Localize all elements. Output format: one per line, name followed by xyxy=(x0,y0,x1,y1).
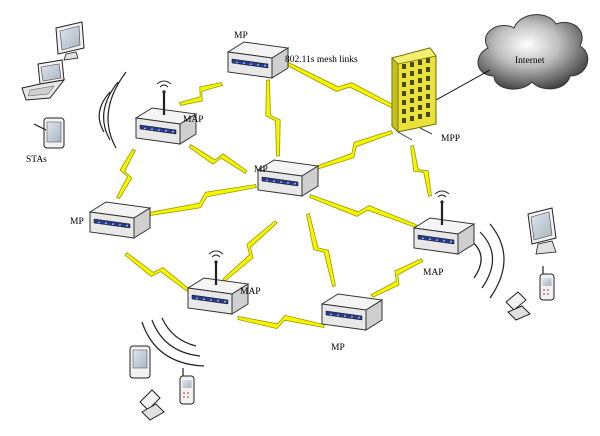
internet-uplink xyxy=(435,69,491,101)
pda-icon xyxy=(129,345,151,379)
link-map-left-to-mp-center xyxy=(188,144,248,174)
map-left-node xyxy=(134,80,198,145)
mpp-label: MPP xyxy=(441,134,460,144)
flip-phone-icon xyxy=(505,291,531,321)
status-led-panel xyxy=(191,294,229,305)
link-mp-center-to-map-right xyxy=(309,194,417,228)
status-led-panel xyxy=(231,58,269,69)
status-led-panel xyxy=(417,234,455,245)
stas-label: STAs xyxy=(26,155,47,165)
tablet-icon xyxy=(33,117,65,149)
cellphone-icon xyxy=(539,266,555,301)
link-mp-center-to-map-bottom-left xyxy=(222,220,278,282)
link-mp-top-to-mp-center xyxy=(265,79,281,157)
mp-left-label: MP xyxy=(70,217,84,227)
link-mp-center-to-mp-bottom xyxy=(306,212,336,288)
laptop-icon xyxy=(21,59,66,101)
link-mp-top-to-mpp xyxy=(282,60,406,114)
link-mp-left-to-map-bottom-left xyxy=(124,252,190,292)
map-right-node xyxy=(412,190,476,255)
status-led-panel xyxy=(325,310,363,321)
map-bottom-left-node xyxy=(186,250,250,315)
status-led-panel xyxy=(139,124,177,135)
link-mp-center-to-mpp xyxy=(314,130,394,170)
mp-top-label: MP xyxy=(234,31,248,41)
mp-top-node xyxy=(226,41,290,79)
wireless-waves-bottom-left xyxy=(141,317,205,367)
mp-bottom-label: MP xyxy=(331,343,345,353)
internet-label: Internet xyxy=(515,56,545,66)
internet-cloud: Internet xyxy=(477,14,589,90)
mesh-links-label: 802.11s mesh links xyxy=(285,55,358,65)
link-mp-bottom-to-map-right xyxy=(370,258,424,298)
mp-center-node xyxy=(256,159,320,197)
mp-left-node xyxy=(88,201,152,239)
monitor-icon xyxy=(55,21,85,61)
link-map-left-to-mp-left xyxy=(116,149,136,199)
status-led-panel xyxy=(93,218,131,229)
mesh-links-layer xyxy=(116,60,432,330)
link-mpp-to-map-right xyxy=(410,144,432,198)
link-map-left-to-mp-top xyxy=(178,82,224,106)
link-mp-left-to-mp-center xyxy=(149,184,257,216)
wireless-waves-left xyxy=(98,71,127,149)
cellphone-icon xyxy=(179,368,195,405)
wireless-waves-right xyxy=(469,223,505,299)
mp-center-label: MP xyxy=(254,165,268,175)
link-map-bottom-left-to-mp-bottom xyxy=(237,314,325,330)
mpp-portal-building xyxy=(391,47,437,141)
status-led-panel xyxy=(261,176,299,187)
monitor-icon xyxy=(527,207,557,255)
map-bottom-left-label: MAP xyxy=(240,287,261,297)
mp-bottom-node xyxy=(320,293,384,331)
map-left-label: MAP xyxy=(183,115,204,125)
flip-phone-icon xyxy=(139,389,165,421)
map-right-label: MAP xyxy=(423,268,444,278)
